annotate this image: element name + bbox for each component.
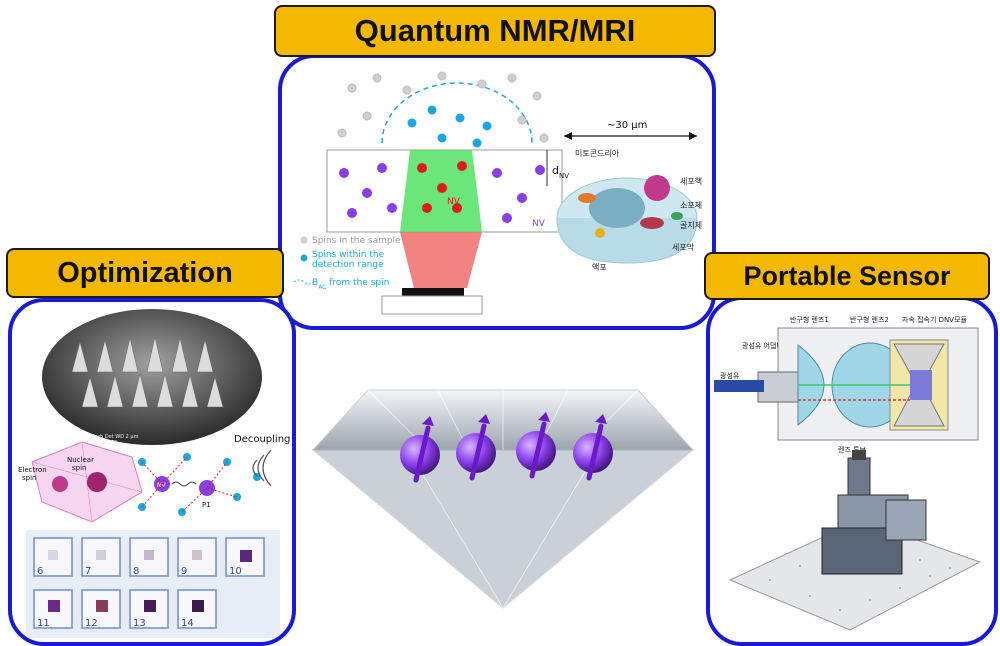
legend-detect-2: detection range — [312, 260, 384, 270]
lens2-label: 반구형 렌즈2 — [850, 315, 889, 324]
svg-text:10: 10 — [229, 566, 242, 577]
fiber-label: 광섬유 — [720, 371, 740, 380]
sample-numbers: 6 7 8 9 10 11 12 13 14 — [37, 566, 242, 629]
nuclear-spin — [87, 472, 107, 492]
nmr-panel: NV NV Spins in the sample Spins within t… — [278, 54, 716, 330]
nuclear-label-1: Nuclear — [67, 456, 94, 464]
svg-text:11: 11 — [37, 618, 50, 629]
optimization-panel: Mesh Det WD 2 µm 15.0 KRISS Nuclear spin… — [8, 298, 296, 646]
sample-spins — [337, 71, 549, 143]
nv-spins-purple — [339, 163, 545, 223]
svg-text:7: 7 — [85, 566, 91, 577]
optimization-title: Optimization — [6, 248, 284, 298]
module-label: 자속 집속기 DNV모듈 — [902, 315, 968, 324]
sem-image — [42, 309, 262, 445]
svg-text:12: 12 — [85, 618, 98, 629]
diamond-pavilion — [311, 449, 695, 609]
cell-vacuole-label: 액포 — [592, 262, 607, 272]
legend-sample: Spins in the sample — [312, 236, 401, 246]
adapter-label: 광섬유 어댑터 — [742, 341, 783, 350]
cell-vesicle-label: 소포체 — [680, 200, 702, 210]
sem-info: Mesh Det WD 2 µm — [90, 434, 139, 440]
spin-arrows — [413, 421, 604, 483]
svg-text:8: 8 — [133, 566, 139, 577]
svg-text:14: 14 — [181, 618, 194, 629]
objective-base — [381, 295, 483, 315]
diamond-chip — [910, 370, 932, 400]
nmr-title: Quantum NMR/MRI — [274, 5, 716, 57]
sem-info-2: 15.0 KRISS — [90, 440, 117, 446]
cell-nucleus-label: 세포핵 — [680, 176, 702, 186]
electron-label-1: Electron — [18, 466, 47, 474]
legend-bac: BAC from the spin — [312, 278, 389, 291]
scale-label: ~30 μm — [607, 120, 647, 131]
electron-label-2: spin — [22, 474, 36, 482]
nv-red-label: NV — [447, 197, 461, 207]
decoupling-label: Decoupling — [234, 434, 290, 445]
diamond-samples — [48, 550, 252, 612]
cell-nucleus — [644, 175, 670, 201]
tube-label: 렌즈 튜브 — [838, 445, 867, 454]
svg-text:9: 9 — [181, 566, 187, 577]
decoupling-waves — [252, 449, 272, 487]
electron-spin — [52, 476, 68, 492]
nv-purple-label: NV — [532, 219, 546, 229]
sensor-title: Portable Sensor — [704, 252, 990, 300]
cell-membrane-label: 세포막 — [672, 242, 695, 252]
sensor-illustration: 반구형 렌즈1 반구형 렌즈2 자속 집속기 DNV모듈 광섬유 어댑터 광섬유… — [714, 315, 982, 631]
diamond-image — [311, 389, 695, 609]
nmr-illustration: NV NV Spins in the sample Spins within t… — [293, 71, 702, 315]
fiber-adapter — [757, 371, 799, 403]
nanopillars — [71, 336, 224, 408]
p1-label: P1 — [202, 501, 211, 509]
red-laser — [400, 232, 482, 288]
detected-spins — [407, 105, 492, 148]
cell-golgi-label: 골지체 — [680, 220, 702, 230]
objective — [402, 288, 464, 296]
lens1-label: 반구형 렌즈1 — [790, 315, 829, 324]
dnv-label: dNV — [552, 164, 569, 180]
fiber — [714, 380, 764, 392]
nv-spins-red — [417, 161, 467, 213]
cell-mito-label: 미토콘드리아 — [575, 148, 620, 158]
svg-text:13: 13 — [133, 618, 146, 629]
svg-text:6: 6 — [37, 566, 43, 577]
nuclear-label-2: spin — [72, 464, 86, 472]
sensor-panel: 반구형 렌즈1 반구형 렌즈2 자속 집속기 DNV모듈 광섬유 어댑터 광섬유… — [706, 296, 998, 646]
nv-label: NV — [157, 482, 166, 489]
legend-detect-1: Spins within the — [312, 250, 385, 260]
optical-table — [728, 519, 982, 631]
optimization-illustration: Mesh Det WD 2 µm 15.0 KRISS Nuclear spin… — [18, 309, 290, 638]
